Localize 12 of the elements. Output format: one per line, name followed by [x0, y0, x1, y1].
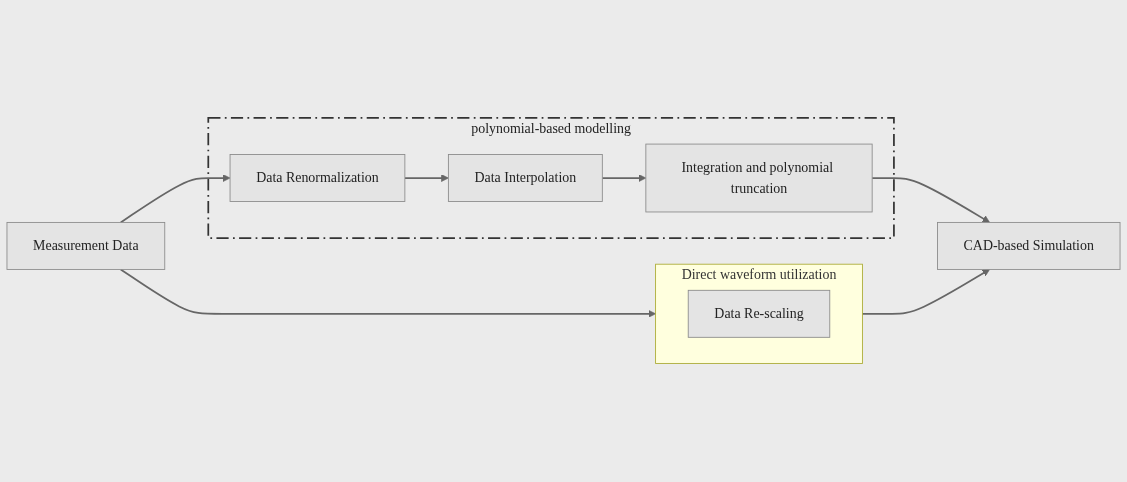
node-box: Data Interpolation [447, 154, 603, 203]
arrow [119, 174, 231, 224]
arrow [119, 268, 656, 318]
node-box: CAD-based Simulation [937, 222, 1121, 271]
node-box: Integration and polynomial truncation [645, 143, 873, 213]
arrow [601, 174, 647, 183]
node-box: Data Renormalization [229, 154, 406, 203]
arrow [861, 269, 990, 315]
node-box: Data Re-scaling [687, 290, 831, 339]
node-box: Measurement Data [6, 222, 166, 271]
arrow [871, 177, 990, 224]
arrow [404, 174, 449, 183]
